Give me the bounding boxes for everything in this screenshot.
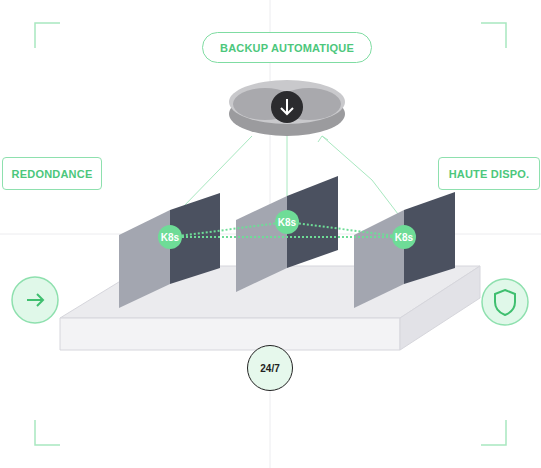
shield-icon xyxy=(482,279,528,325)
corner-brackets xyxy=(35,23,506,445)
node-text: 24/7 xyxy=(260,363,279,374)
node-text: K8s xyxy=(278,217,296,228)
arrow-icon xyxy=(12,277,58,323)
feature-box: HAUTE DISPO. xyxy=(438,157,540,190)
node-text: K8s xyxy=(161,232,179,243)
node-text: BACKUP AUTOMATIQUE xyxy=(220,42,354,54)
node-text: K8s xyxy=(395,232,413,243)
server-panels xyxy=(119,176,455,308)
cluster-node: K8s xyxy=(392,225,416,249)
node-text: HAUTE DISPO. xyxy=(449,168,530,180)
node-text: REDONDANCE xyxy=(12,168,93,180)
feature-box: REDONDANCE xyxy=(2,157,102,190)
backup-disc xyxy=(229,80,345,136)
cluster-link xyxy=(182,237,392,238)
cluster-node: K8s xyxy=(275,210,299,234)
cluster-link xyxy=(182,224,275,236)
cluster-link xyxy=(299,224,392,236)
uptime-badge: 24/7 xyxy=(247,345,293,391)
cluster-node: K8s xyxy=(158,225,182,249)
feature-pill: BACKUP AUTOMATIQUE xyxy=(202,32,372,63)
